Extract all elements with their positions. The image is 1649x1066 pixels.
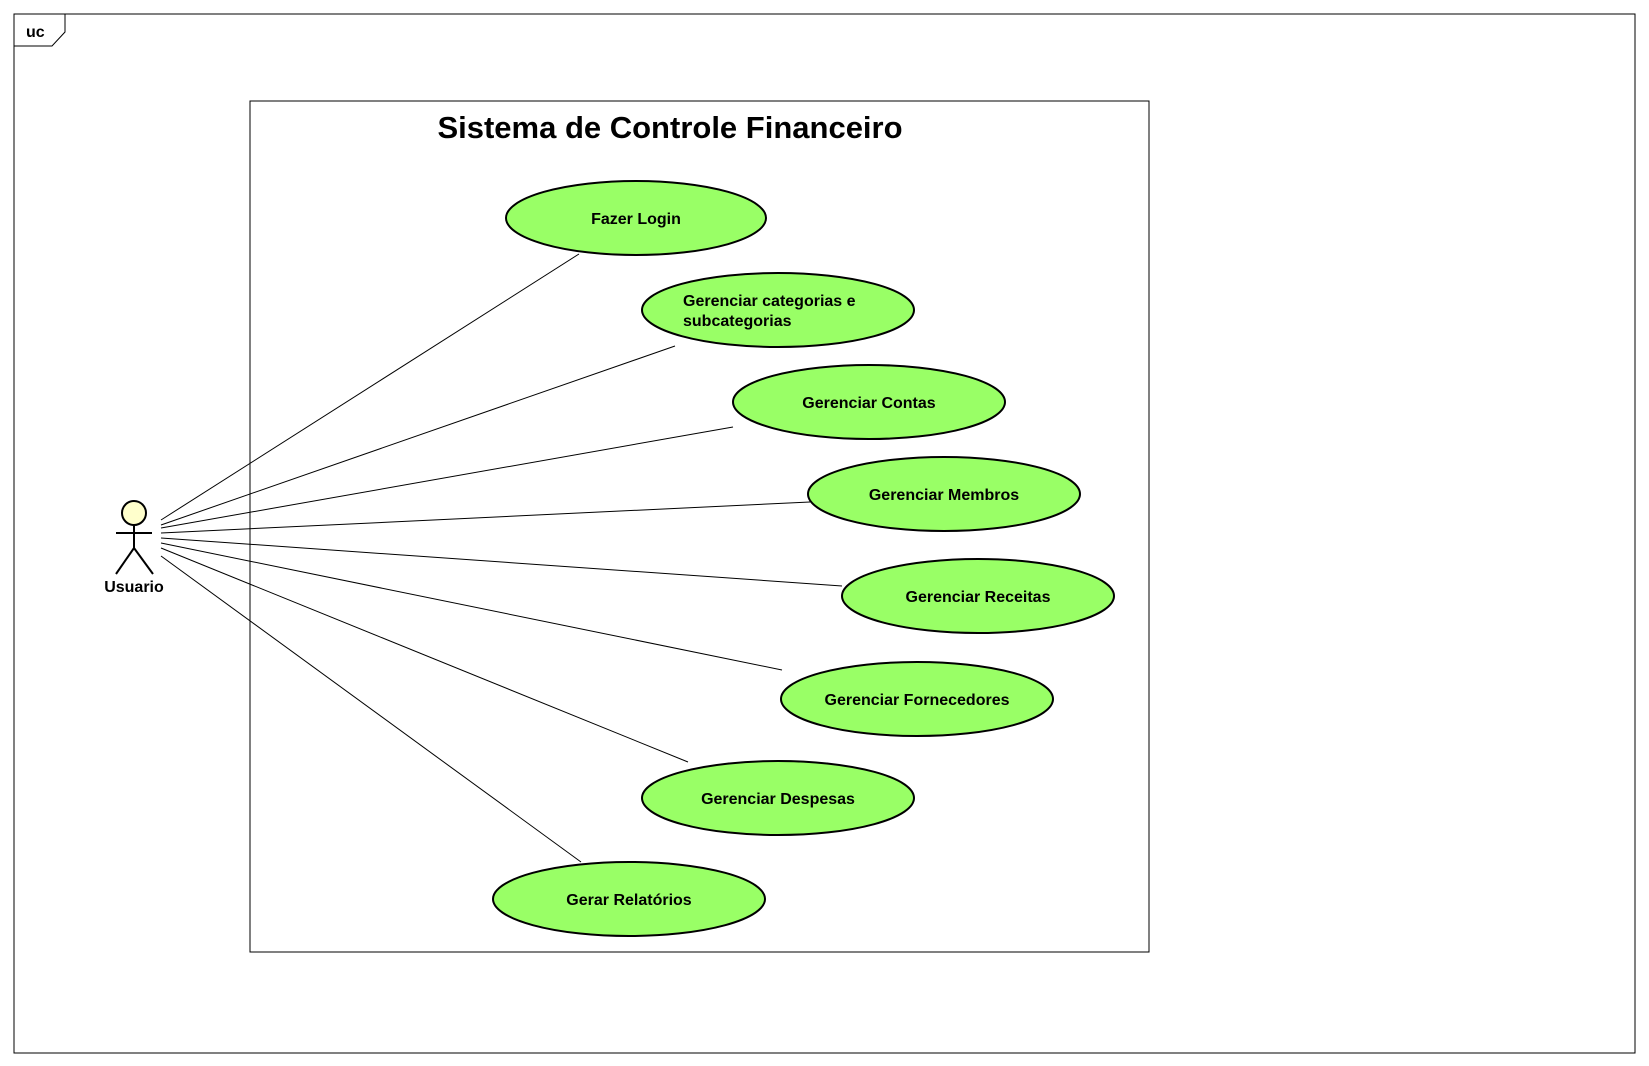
actor-name: Usuario: [104, 579, 164, 596]
use-case-gerenciar-categorias[interactable]: Gerenciar categorias e subcategorias: [641, 272, 915, 348]
use-case-ellipse: [492, 861, 766, 937]
association-gerenciar-contas: [160, 426, 734, 529]
use-case-fazer-login[interactable]: Fazer Login: [505, 180, 767, 256]
association-gerenciar-membros: [160, 501, 811, 534]
use-case-label: Gerenciar categorias e: [683, 293, 856, 310]
actor-head: [121, 500, 147, 526]
use-case-ellipse: [505, 180, 767, 256]
actor-right-leg: [133, 547, 154, 575]
use-case-label: Gerenciar Contas: [802, 395, 935, 412]
use-case-label: Fazer Login: [591, 211, 681, 228]
use-case-gerenciar-receitas[interactable]: Gerenciar Receitas: [841, 558, 1115, 634]
use-case-ellipse: [641, 760, 915, 836]
use-case-ellipse: [780, 661, 1054, 737]
actor-usuario[interactable]: Usuario: [104, 500, 164, 596]
use-case-label: subcategorias: [683, 313, 792, 330]
use-case-gerenciar-fornecedores[interactable]: Gerenciar Fornecedores: [780, 661, 1054, 737]
frame-label: uc: [26, 24, 45, 41]
use-case-label: Gerar Relatórios: [566, 892, 691, 909]
system-title: Sistema de Controle Financeiro: [437, 110, 902, 145]
association-gerenciar-fornecedores: [160, 542, 783, 671]
use-case-gerenciar-despesas[interactable]: Gerenciar Despesas: [641, 760, 915, 836]
association-gerenciar-despesas: [160, 547, 689, 763]
use-case-ellipse: [641, 272, 915, 348]
frame-label-tab: [13, 13, 66, 47]
use-case-gerenciar-contas[interactable]: Gerenciar Contas: [732, 364, 1006, 440]
associations: [160, 253, 843, 863]
actor-left-leg: [115, 547, 135, 575]
use-case-label: Gerenciar Despesas: [701, 791, 855, 808]
association-gerenciar-receitas: [160, 537, 843, 587]
use-case-label: Gerenciar Fornecedores: [825, 692, 1010, 709]
use-case-label: Gerenciar Membros: [869, 487, 1019, 504]
association-gerenciar-categorias: [160, 345, 676, 526]
use-case-label: Gerenciar Receitas: [906, 589, 1051, 606]
use-case-gerenciar-membros[interactable]: Gerenciar Membros: [807, 456, 1081, 532]
association-fazer-login: [160, 253, 580, 521]
system-boundary: [249, 100, 1150, 953]
association-gerar-relatorios: [160, 555, 582, 863]
diagram-frame: [13, 13, 1636, 1054]
use-case-ellipse: [807, 456, 1081, 532]
use-case-ellipse: [732, 364, 1006, 440]
use-case-gerar-relatorios[interactable]: Gerar Relatórios: [492, 861, 766, 937]
use-case-ellipse: [841, 558, 1115, 634]
